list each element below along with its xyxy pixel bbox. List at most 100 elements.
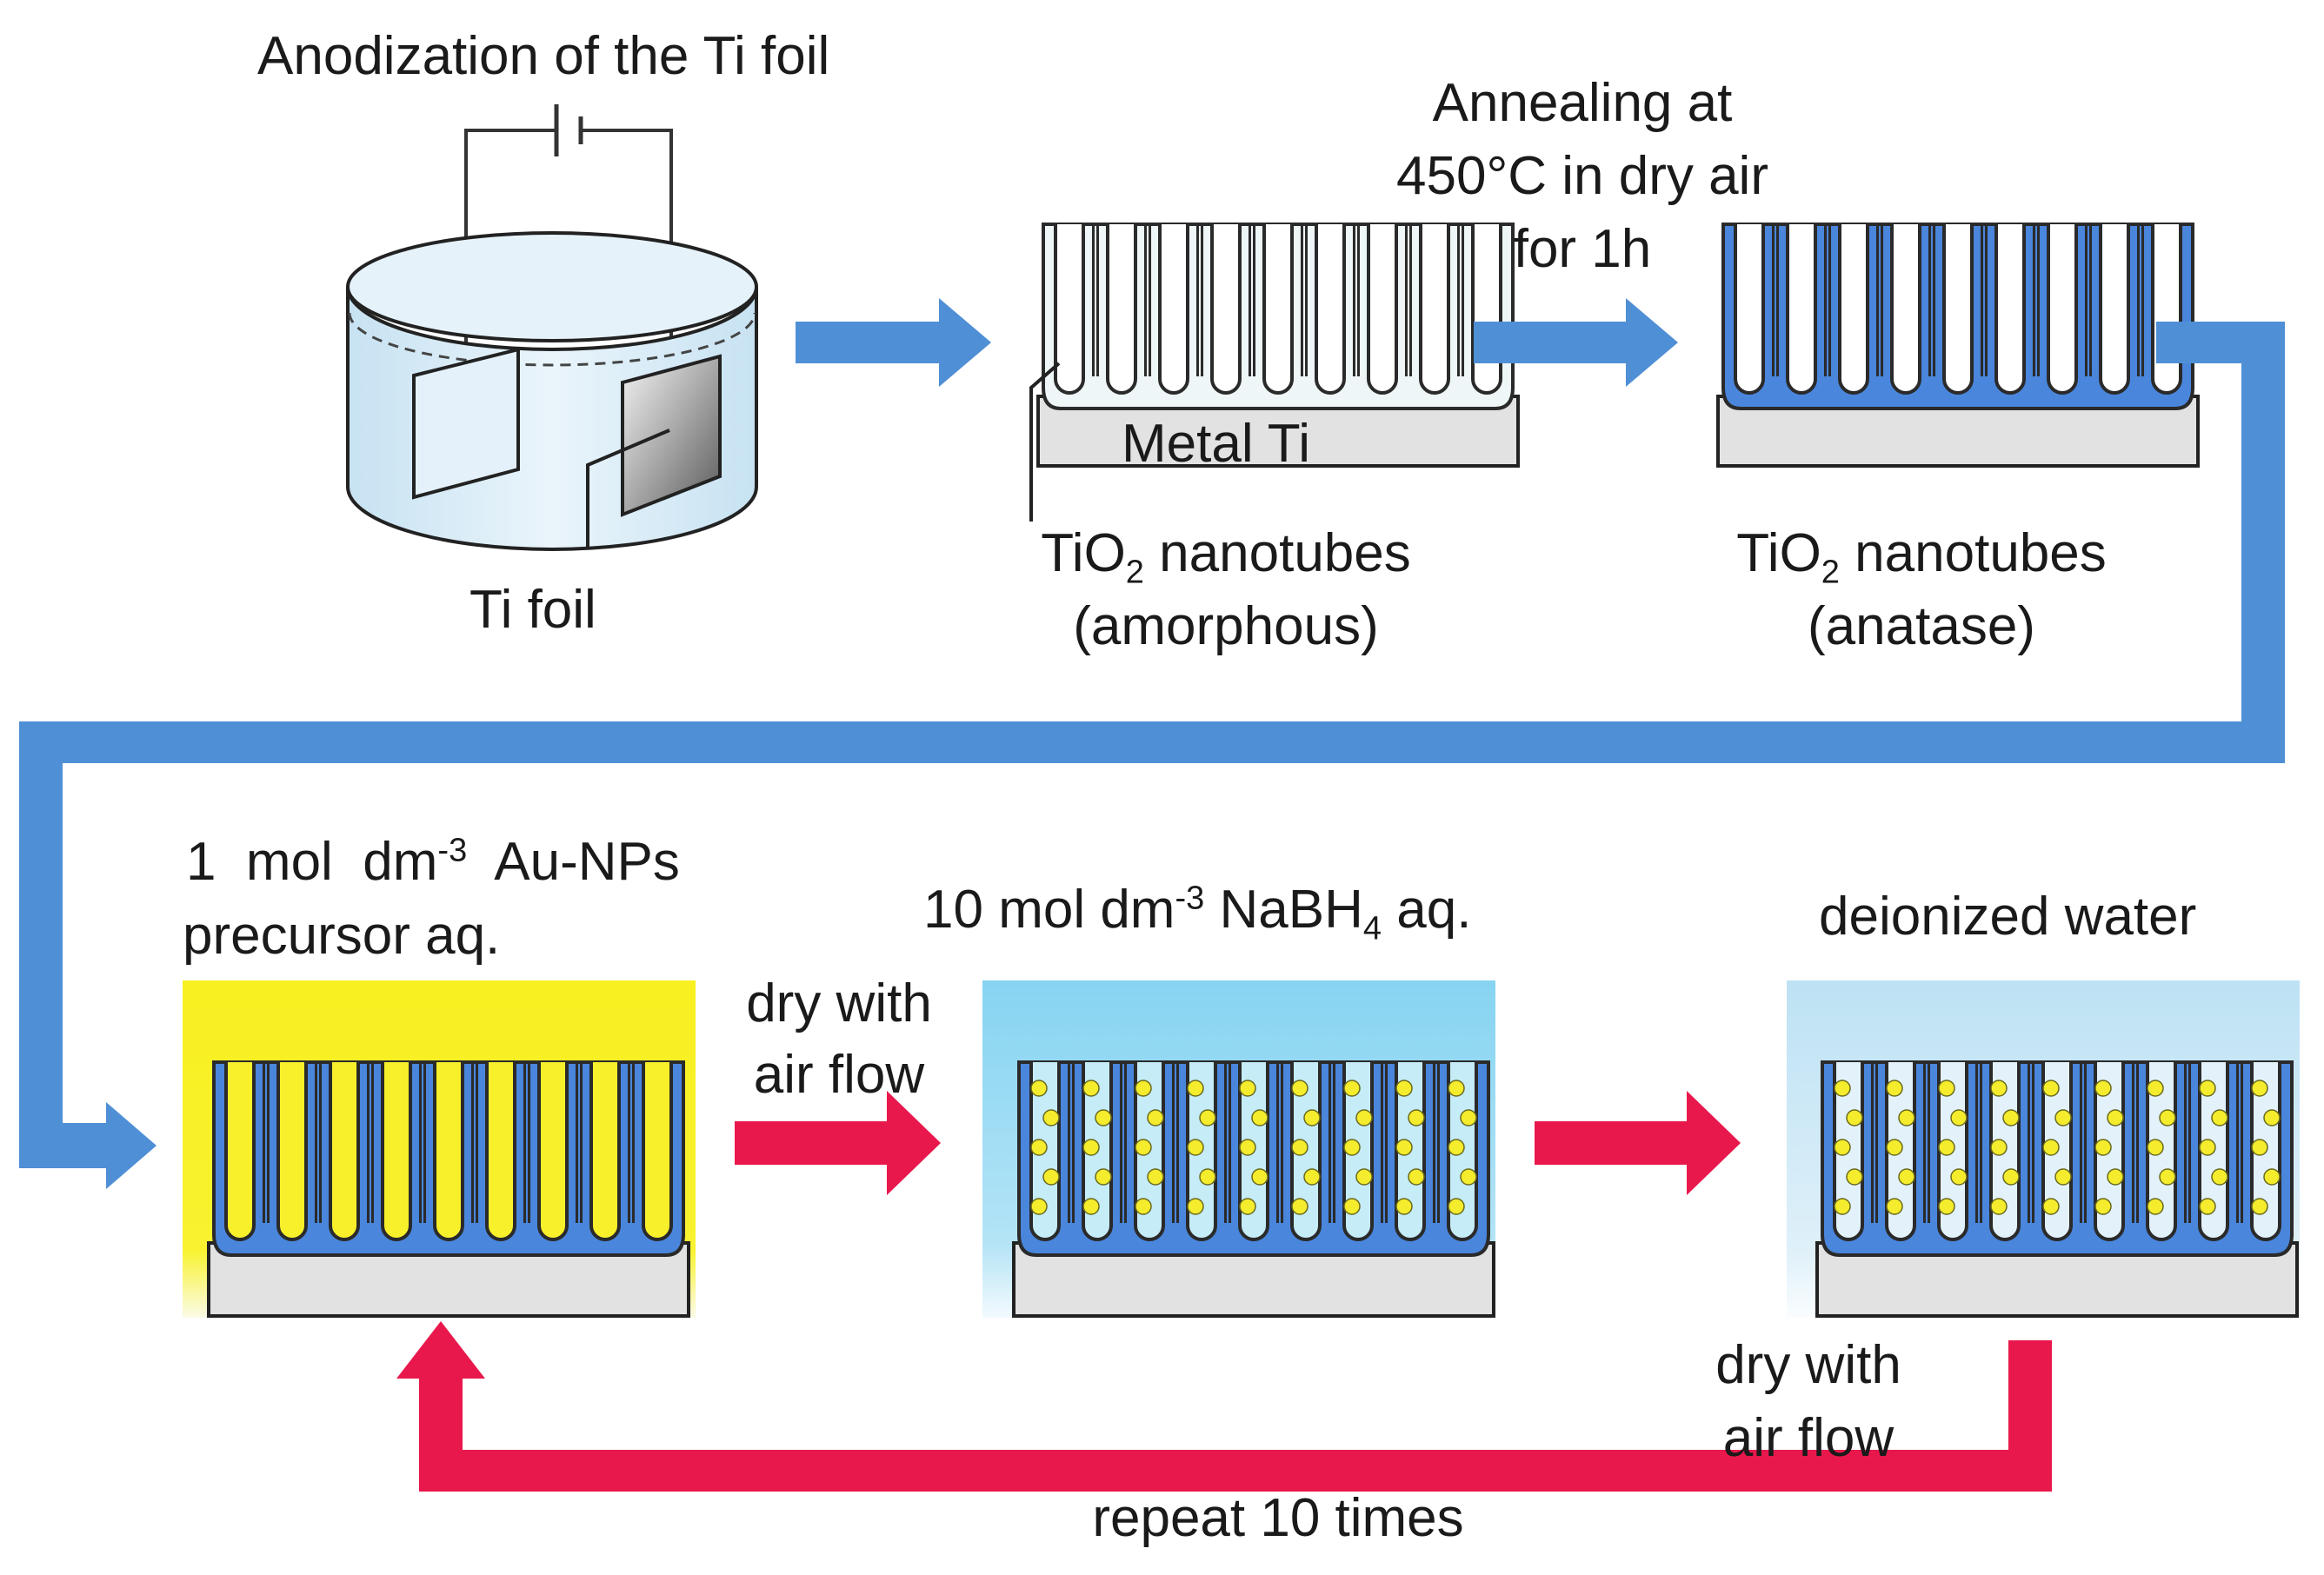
au-particle — [1251, 1168, 1269, 1186]
nanotube-channel — [642, 1062, 673, 1241]
au-particle — [1199, 1168, 1216, 1186]
nanotubes-nabh4 — [1012, 1060, 1495, 1318]
au-particle — [2263, 1168, 2281, 1186]
nanotube-gap — [523, 1062, 531, 1223]
nanotube-gap — [2136, 224, 2145, 376]
au-particle — [2211, 1109, 2228, 1126]
nanotube-gap — [470, 1062, 479, 1223]
anodization-title: Anodization of the Ti foil — [257, 26, 830, 86]
nanotube-channel — [433, 1062, 464, 1241]
nanotube-channel — [1890, 224, 1921, 395]
au-particle — [1990, 1080, 2008, 1097]
au-particle — [1846, 1109, 1863, 1126]
nanotube-gap — [1067, 1062, 1075, 1223]
au-particle — [2147, 1198, 2164, 1215]
precursor-line2: precursor aq. — [183, 906, 501, 966]
nanotube-gap — [2235, 1062, 2244, 1223]
nanotube-channel — [1419, 224, 1450, 395]
au-particle — [2199, 1139, 2216, 1156]
au-particle — [1291, 1080, 1308, 1097]
au-particle — [1199, 1109, 1216, 1126]
au-particle — [1950, 1168, 1968, 1186]
au-particle — [1303, 1109, 1321, 1126]
au-particle — [1042, 1168, 1060, 1186]
nanotube-gap — [1980, 224, 1988, 376]
au-particle — [1395, 1080, 1413, 1097]
nanotube-gap — [1195, 224, 1204, 376]
nanotube-gap — [2027, 1062, 2035, 1223]
au-nanoparticles — [1030, 1080, 2281, 1215]
au-particle — [2094, 1139, 2112, 1156]
nanotube-channel — [1158, 224, 1189, 395]
au-particle — [1448, 1198, 1465, 1215]
au-particle — [1135, 1139, 1152, 1156]
au-particle — [2159, 1168, 2176, 1186]
au-particle — [1343, 1139, 1361, 1156]
nabh4-label: 10 mol dm-3 NaBH4 aq. — [923, 880, 1472, 947]
nanotube-pointer — [1029, 362, 1061, 522]
dry-label-1-line2: air flow — [753, 1045, 925, 1105]
nanotube-gap — [1328, 1062, 1336, 1223]
nanotube-gap — [1275, 1062, 1284, 1223]
au-particle — [1187, 1139, 1204, 1156]
arrow-precursor-to-nabh4 — [735, 1091, 941, 1195]
nanotube-gap — [1380, 1062, 1388, 1223]
annealing-line3: for 1h — [1513, 219, 1652, 279]
nanotubes-water — [1815, 1060, 2299, 1318]
arrow-nabh4-to-water — [1535, 1091, 1741, 1195]
annealing-line1: Annealing at — [1432, 73, 1733, 133]
au-particle — [2251, 1198, 2268, 1215]
dry-label-2-line2: air flow — [1722, 1408, 1894, 1468]
au-particle — [2263, 1109, 2281, 1126]
nanotube-channel — [1838, 224, 1869, 395]
nanotubes-precursor — [207, 1060, 690, 1318]
au-particle — [1886, 1080, 1903, 1097]
au-particle — [1990, 1198, 2008, 1215]
au-particle — [1030, 1139, 1048, 1156]
nanotube-gap — [2084, 224, 2093, 376]
au-particle — [1898, 1168, 1915, 1186]
nanotube-channel — [1942, 224, 1974, 395]
nanotube-channel — [381, 1062, 412, 1241]
nanotube-channel — [2047, 224, 2078, 395]
nanotube-gap — [1456, 224, 1465, 376]
au-particle — [1950, 1109, 1968, 1126]
au-particle — [2107, 1168, 2124, 1186]
au-particle — [1355, 1168, 1373, 1186]
au-particle — [1990, 1139, 2008, 1156]
au-particle — [1343, 1198, 1361, 1215]
arrow-anatase-to-precursor — [19, 322, 2285, 1189]
nanotube-gap — [1974, 1062, 1983, 1223]
anodization-cell — [346, 104, 758, 551]
au-particle — [2147, 1080, 2164, 1097]
au-particle — [1460, 1168, 1477, 1186]
au-particle — [1082, 1080, 1100, 1097]
nanotube-gap — [366, 1062, 375, 1223]
precursor-line1: 1 mol dm-3 Au-NPs — [186, 832, 680, 892]
dry-label-1-line1: dry with — [746, 974, 932, 1033]
nanotube-channel — [276, 1062, 308, 1241]
au-particle — [1239, 1198, 1256, 1215]
nanotube-channel — [1786, 224, 1817, 395]
ti-foil-label: Ti foil — [469, 580, 596, 640]
nanotube-gap — [1248, 224, 1256, 376]
au-particle — [2147, 1139, 2164, 1156]
nanotube-gap — [1875, 224, 1884, 376]
au-particle — [1886, 1198, 1903, 1215]
nanotubes-amorphous — [1036, 223, 1520, 468]
au-particle — [1408, 1109, 1425, 1126]
au-particle — [1042, 1109, 1060, 1126]
au-particle — [2159, 1109, 2176, 1126]
au-particle — [2094, 1198, 2112, 1215]
nanotube-gap — [575, 1062, 583, 1223]
au-particle — [1291, 1139, 1308, 1156]
nanotube-gap — [314, 1062, 323, 1223]
au-particle — [2002, 1168, 2020, 1186]
au-particle — [1135, 1080, 1152, 1097]
nanotube-channel — [1734, 224, 1765, 395]
au-particle — [1395, 1139, 1413, 1156]
repeat-label: repeat 10 times — [1092, 1488, 1464, 1548]
au-particle — [1343, 1080, 1361, 1097]
nanotube-gap — [1223, 1062, 1232, 1223]
